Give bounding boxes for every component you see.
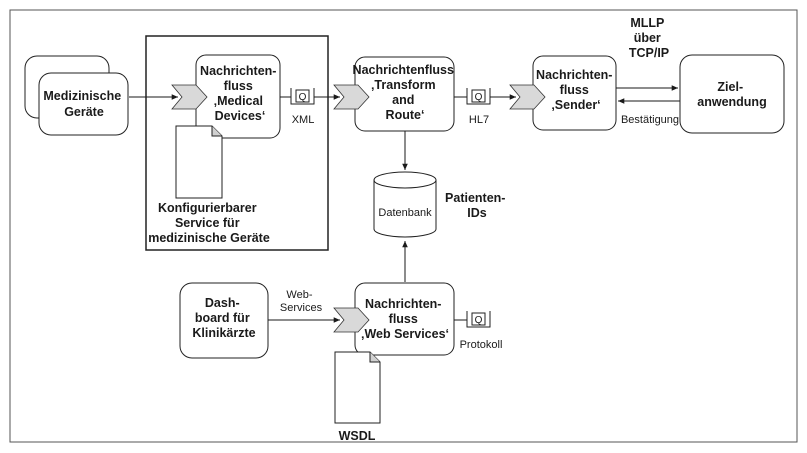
- queue-icon-xml: Q: [290, 88, 315, 105]
- input-node-icon: [171, 84, 208, 110]
- medical-devices-label: Medizinische Geräte: [43, 89, 124, 119]
- mllp-label: MLLP über TCP/IP: [629, 16, 669, 60]
- target-application-label: Ziel- anwendung: [697, 80, 766, 109]
- document-icon: [175, 125, 223, 199]
- input-node-icon: [333, 84, 370, 110]
- flow-web-services-label: Nachrichten- fluss ‚Web Services‘: [361, 297, 449, 341]
- flow-medical-devices-label: Nachrichten- fluss ‚Medical Devices‘: [200, 64, 280, 123]
- svg-text:Q: Q: [299, 92, 307, 103]
- document-icon: [334, 351, 381, 424]
- flow-sender-label: Nachrichten- fluss ‚Sender‘: [536, 68, 616, 112]
- edge-label-hl7: HL7: [469, 114, 489, 126]
- configurable-service-container: [145, 35, 329, 251]
- wsdl-label: WSDL: [339, 429, 376, 443]
- flow-web-services-node: Nachrichten- fluss ‚Web Services‘: [333, 282, 455, 356]
- input-node-icon: [333, 307, 370, 333]
- database-label: Datenbank: [378, 207, 432, 219]
- target-application-node: Ziel- anwendung: [679, 54, 785, 134]
- edge-label-web-services: Web- Services: [280, 289, 323, 314]
- diagram-frame: [9, 9, 798, 443]
- edge-label-xml: XML: [292, 114, 315, 126]
- flow-sender-node: Nachrichten- fluss ‚Sender‘: [509, 55, 617, 131]
- dashboard-label: Dash- board für Klinikärzte: [192, 296, 255, 340]
- edge-label-protocol: Protokoll: [460, 339, 503, 351]
- configurable-service-label: Konfigurierbarer Service für medizinisch…: [148, 201, 270, 245]
- svg-text:Q: Q: [475, 92, 483, 103]
- svg-text:Q: Q: [475, 315, 483, 326]
- edge-label-ack: Bestätigung: [621, 114, 679, 126]
- queue-icon-hl7: Q: [466, 88, 491, 105]
- flow-transform-route-node: Nachrichtenfluss ‚Transform and Route‘: [333, 56, 458, 132]
- flow-medical-devices-node: Nachrichten- fluss ‚Medical Devices‘: [171, 54, 281, 139]
- medical-devices-node: Medizinische Geräte: [24, 55, 129, 136]
- database-icon: Datenbank: [373, 171, 437, 238]
- dashboard-node: Dash- board für Klinikärzte: [179, 282, 269, 359]
- flow-transform-route-label: Nachrichtenfluss ‚Transform and Route‘: [353, 63, 458, 122]
- patient-ids-label: Patienten- IDs: [445, 191, 509, 220]
- queue-icon-protocol: Q: [466, 311, 491, 328]
- input-node-icon: [509, 84, 546, 110]
